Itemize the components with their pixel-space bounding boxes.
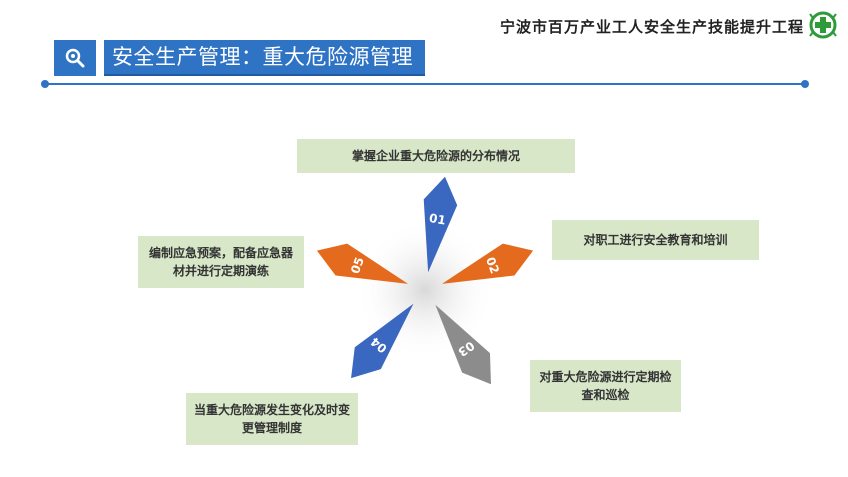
- brand-name: 宁波市百万产业工人安全生产技能提升工程: [499, 18, 804, 36]
- step-2-number: 02: [483, 255, 502, 275]
- header-divider: [44, 83, 806, 85]
- step-4-arrow: [351, 303, 414, 379]
- divider-dot: [801, 80, 809, 88]
- search-icon: [54, 40, 96, 76]
- step-5-number: 05: [348, 255, 367, 275]
- step-1-number: 01: [428, 211, 447, 228]
- step-3-arrow: [435, 304, 491, 385]
- step-1-box: 掌握企业重大危险源的分布情况: [297, 139, 575, 173]
- step-1-arrow: [423, 176, 458, 273]
- step-2-arrow: [441, 243, 534, 284]
- step-3-box: 对重大危险源进行定期检查和巡检: [530, 360, 681, 412]
- page-title: 安全生产管理：重大危险源管理: [104, 40, 425, 76]
- safety-cross-logo-icon: [809, 11, 837, 39]
- divider-dot: [41, 80, 49, 88]
- step-5-box: 编制应急预案，配备应急器材并进行定期演练: [138, 236, 304, 288]
- step-5-arrow: [316, 243, 409, 284]
- step-2-box: 对职工进行安全教育和培训: [552, 220, 759, 260]
- step-4-box: 当重大危险源发生变化及时变更管理制度: [186, 393, 358, 445]
